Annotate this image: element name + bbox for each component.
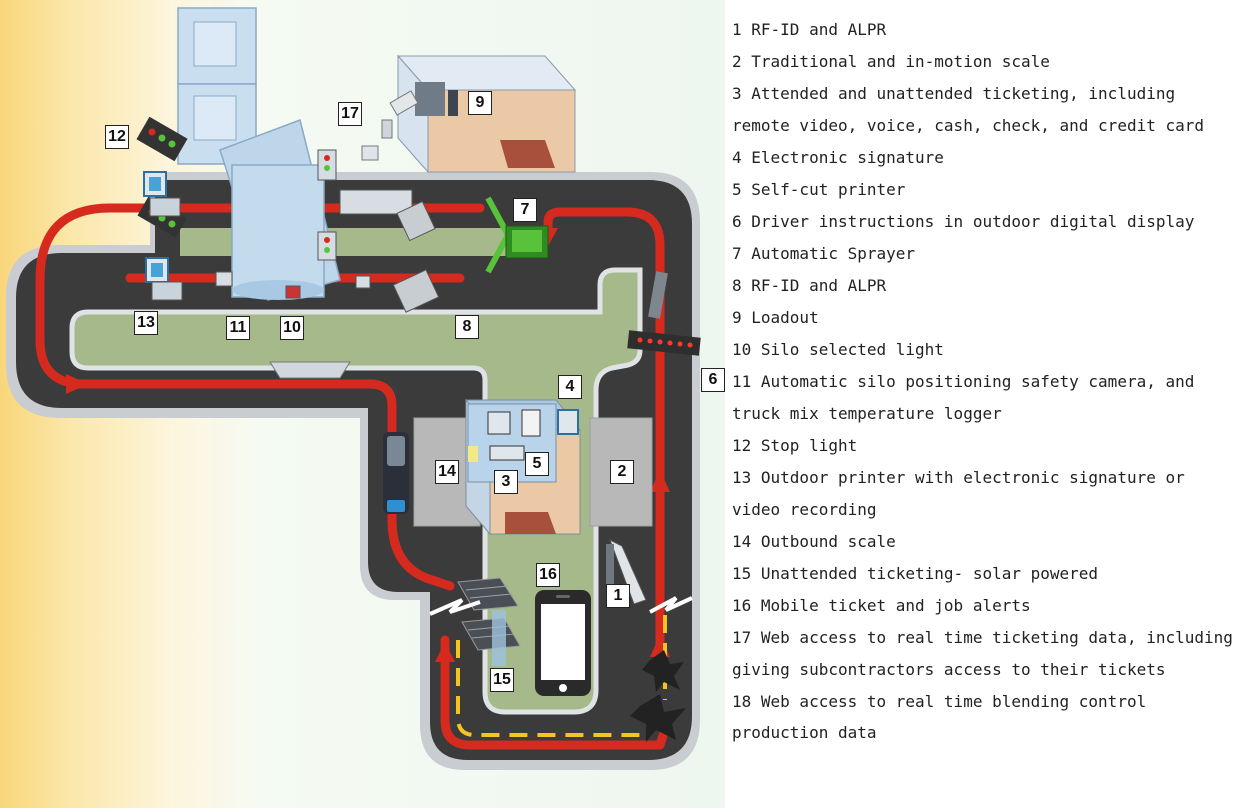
legend-item: 8 RF-ID and ALPR: [732, 276, 887, 296]
sprayer-icon: [485, 196, 549, 274]
wireless-signal-icon-2: [649, 596, 693, 614]
digital-display-icon: [627, 271, 701, 356]
signature-pad-icon: [557, 409, 579, 435]
label-12: 12: [105, 125, 129, 149]
label-9: 9: [468, 91, 492, 115]
truck-icon: [383, 432, 409, 514]
inbound-scale-pad: [589, 417, 653, 527]
silo-base: [231, 164, 325, 298]
legend-item: 14 Outbound scale: [732, 531, 896, 551]
label-4: 4: [558, 375, 582, 399]
label-3: 3: [494, 470, 518, 494]
rfid-gate-icon: [606, 538, 647, 605]
upper-lane-divider: [180, 228, 510, 256]
label-15: 15: [490, 668, 514, 692]
ground-stains: [630, 650, 686, 742]
solar-panel-icon: [457, 577, 521, 666]
legend-item: 9 Loadout: [732, 308, 819, 328]
wireless-signal-icon: [429, 598, 481, 616]
legend-item: 13 Outdoor printer with electronic signa…: [732, 468, 1185, 519]
loadout-building: [396, 54, 577, 174]
legend-item: 10 Silo selected light: [732, 340, 944, 360]
legend-item: 6 Driver instructions in outdoor digital…: [732, 211, 1195, 231]
label-7: 7: [513, 198, 537, 222]
legend-item: 3 Attended and unattended ticketing, inc…: [732, 84, 1205, 135]
lane-bottom: [440, 635, 673, 750]
label-16: 16: [536, 563, 560, 587]
lane-equipment: [215, 189, 440, 313]
legend-item: 1 RF-ID and ALPR: [732, 20, 887, 39]
legend-item: 5 Self-cut printer: [732, 179, 906, 199]
legend-item: 12 Stop light: [732, 436, 858, 456]
legend-item: 2 Traditional and in-motion scale: [732, 52, 1050, 72]
legend-item: 16 Mobile ticket and job alerts: [732, 595, 1031, 615]
legend-item: 11 Automatic silo positioning safety cam…: [732, 372, 1195, 423]
lane-outer-loop: [543, 207, 665, 685]
legend-item: 4 Electronic signature: [732, 147, 944, 167]
label-5: 5: [525, 452, 549, 476]
silo-tower: [177, 7, 341, 301]
site-diagram: 1 2 3 4 5 6 7 8 9 10 11 12 13 14 15 16 1…: [0, 0, 725, 808]
legend-list: 1 RF-ID and ALPR 2 Traditional and in-mo…: [732, 14, 1242, 749]
legend-item: 7 Automatic Sprayer: [732, 244, 916, 264]
legend-item: 15 Unattended ticketing- solar powered: [732, 563, 1099, 583]
label-10: 10: [280, 316, 304, 340]
label-14: 14: [435, 460, 459, 484]
mobile-phone-icon: [535, 590, 591, 696]
label-2: 2: [610, 460, 634, 484]
label-17: 17: [338, 102, 362, 126]
legend-item: 17 Web access to real time ticketing dat…: [732, 628, 1233, 679]
legend-item: 18 Web access to real time blending cont…: [732, 691, 1147, 743]
label-13: 13: [134, 311, 158, 335]
label-6: 6: [701, 368, 725, 392]
label-1: 1: [606, 584, 630, 608]
gate-structure: [269, 361, 351, 379]
camera-icon: [361, 90, 419, 161]
scale-house: [464, 398, 582, 536]
label-11: 11: [226, 316, 250, 340]
label-8: 8: [455, 315, 479, 339]
plant-layout-illustration: [6, 7, 701, 770]
outdoor-printer-icon: [143, 171, 183, 301]
